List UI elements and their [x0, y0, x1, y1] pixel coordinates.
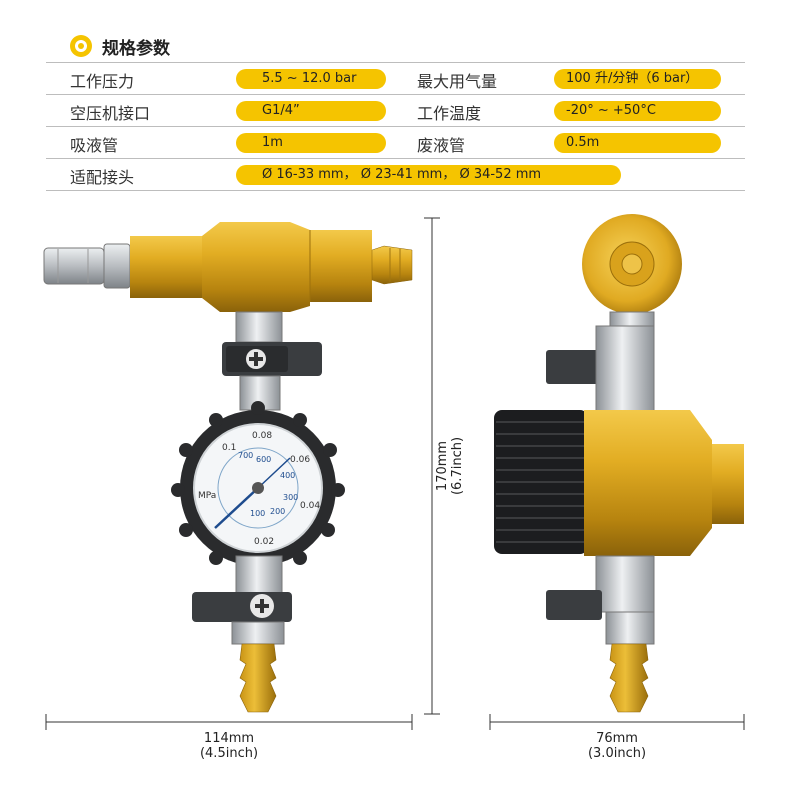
gauge-tick: 0.02	[254, 537, 274, 547]
depth-dimension-inch: (3.0inch)	[587, 746, 647, 761]
width-dimension: 114mm (4.5inch)	[189, 731, 269, 761]
spec-row: 空压机接口 G1/4” 工作温度 -20° ~ +50°C	[46, 94, 745, 126]
height-dimension-mm: 170mm	[435, 441, 450, 491]
spec-label: 工作压力	[70, 72, 135, 91]
spec-table: 工作压力 5.5 ~ 12.0 bar 最大用气量 100 升/分钟（6 bar…	[46, 62, 745, 191]
width-dimension-mm: 114mm	[203, 731, 255, 746]
spec-value: 1m	[236, 133, 386, 153]
spec-row: 吸液管 1m 废液管 0.5m	[46, 126, 745, 158]
gauge-unit: MPa	[198, 491, 216, 501]
section-title: 规格参数	[102, 38, 170, 59]
spec-label: 废液管	[417, 136, 466, 155]
gauge-tick: 100	[250, 509, 265, 518]
spec-value: 5.5 ~ 12.0 bar	[236, 69, 386, 89]
spec-row: 工作压力 5.5 ~ 12.0 bar 最大用气量 100 升/分钟（6 bar…	[46, 62, 745, 94]
spec-label: 最大用气量	[417, 72, 498, 91]
circle-bullet-icon	[70, 35, 92, 57]
gauge-tick: 400	[280, 471, 295, 480]
spec-label: 吸液管	[70, 136, 119, 155]
gauge-tick: 0.08	[252, 431, 272, 441]
width-dimension-inch: (4.5inch)	[199, 746, 259, 761]
spec-value: -20° ~ +50°C	[554, 101, 721, 121]
side-view	[494, 214, 744, 713]
gauge-tick: 0.04	[300, 501, 320, 511]
gauge-tick: 0.06	[290, 455, 310, 465]
depth-dimension-mm: 76mm	[596, 731, 638, 746]
spec-value: Ø 16-33 mm， Ø 23-41 mm， Ø 34-52 mm	[236, 165, 621, 185]
front-view: 0.08 0.06 0.04 0.02 0.1 MPa 700 600 400 …	[43, 222, 413, 713]
gauge-tick: 200	[270, 507, 285, 516]
gauge-tick: 600	[256, 455, 271, 464]
dimension-lines	[45, 217, 745, 730]
spec-value: G1/4”	[236, 101, 386, 121]
spec-label: 工作温度	[417, 104, 482, 123]
spec-value: 0.5m	[554, 133, 721, 153]
gauge-tick: 300	[283, 493, 298, 502]
spec-label: 适配接头	[70, 168, 135, 187]
spec-row: 适配接头 Ø 16-33 mm， Ø 23-41 mm， Ø 34-52 mm	[46, 158, 745, 191]
height-dimension-inch: (6.7inch)	[450, 437, 465, 495]
section-header: 规格参数	[70, 33, 170, 59]
spec-label: 空压机接口	[70, 104, 151, 123]
spec-value: 100 升/分钟（6 bar）	[554, 69, 721, 89]
depth-dimension: 76mm (3.0inch)	[577, 731, 657, 761]
gauge-tick: 700	[238, 451, 253, 460]
gauge-tick: 0.1	[222, 443, 236, 453]
